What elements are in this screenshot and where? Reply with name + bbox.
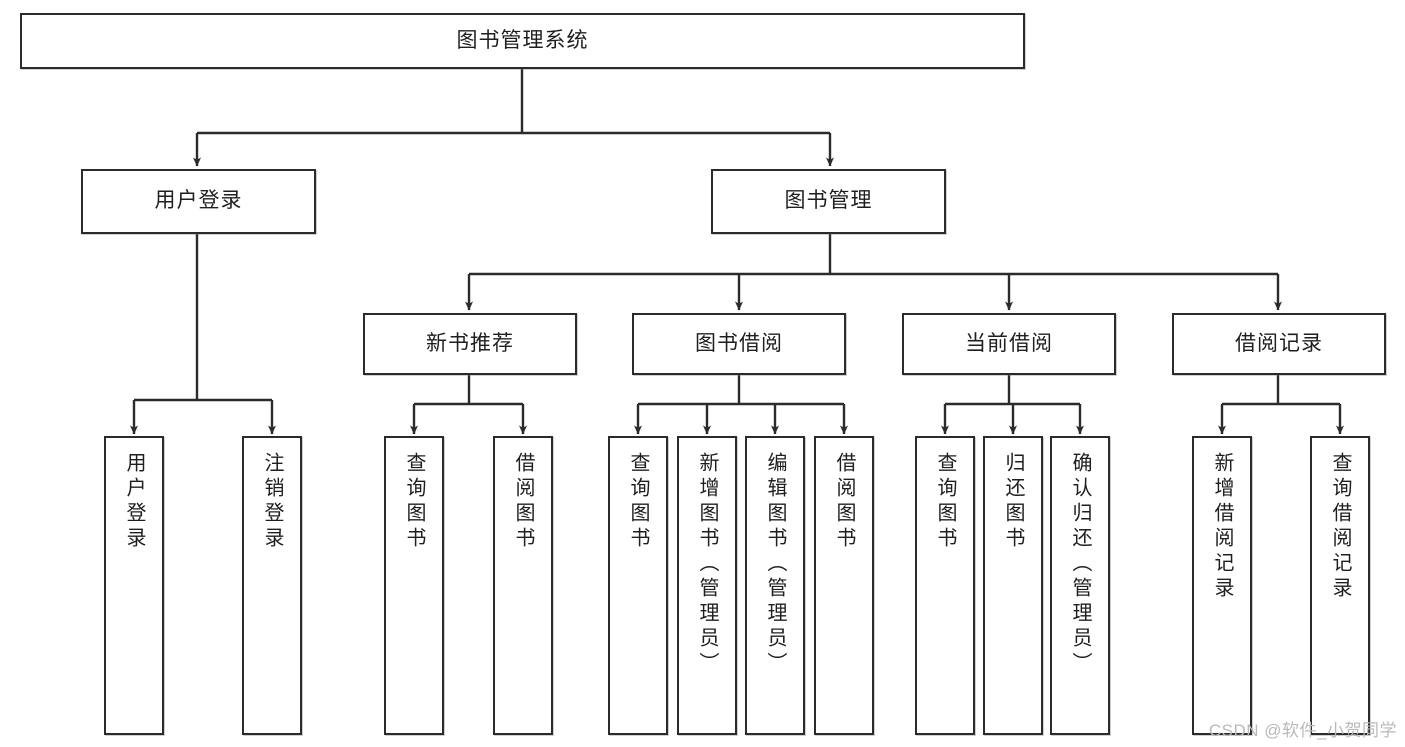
leaf-edit-book-admin-label: 编辑图书（管理员） [764,452,786,677]
leaf-add-borrow-record-label: 新增借阅记录 [1211,452,1233,602]
node-user-login-label: 用户登录 [154,189,243,213]
leaf-return-books[interactable]: 归还图书 [983,436,1043,735]
leaf-query-books-current[interactable]: 查询图书 [915,436,975,735]
leaf-query-books-newbook-label: 查询图书 [403,452,425,552]
leaf-query-borrow-record-label: 查询借阅记录 [1329,452,1351,602]
node-book-borrow[interactable]: 图书借阅 [632,313,846,375]
leaf-query-books-borrow[interactable]: 查询图书 [608,436,668,735]
leaf-query-books-newbook[interactable]: 查询图书 [384,436,444,735]
node-root-label: 图书管理系统 [456,28,589,52]
node-book-borrow-label: 图书借阅 [695,331,783,355]
node-new-book-recommend-label: 新书推荐 [426,331,514,355]
leaf-query-books-current-label: 查询图书 [934,452,956,552]
node-borrow-records-label: 借阅记录 [1235,331,1323,355]
node-book-management-label: 图书管理 [784,189,873,213]
node-root[interactable]: 图书管理系统 [20,13,1025,69]
leaf-user-login[interactable]: 用户登录 [104,436,164,735]
node-current-borrow-label: 当前借阅 [965,331,1053,355]
leaf-query-borrow-record[interactable]: 查询借阅记录 [1310,436,1370,735]
leaf-return-books-label: 归还图书 [1002,452,1024,552]
leaf-logout-label: 注销登录 [261,452,283,552]
leaf-edit-book-admin[interactable]: 编辑图书（管理员） [745,436,805,735]
node-borrow-records[interactable]: 借阅记录 [1172,313,1386,375]
leaf-confirm-return-admin-label: 确认归还（管理员） [1069,452,1091,677]
node-book-management[interactable]: 图书管理 [711,169,946,234]
leaf-add-book-admin[interactable]: 新增图书（管理员） [677,436,737,735]
leaf-borrow-books-borrow[interactable]: 借阅图书 [814,436,874,735]
csdn-watermark: CSDN @软件_小贺同学 [1208,721,1397,740]
leaf-logout[interactable]: 注销登录 [242,436,302,735]
leaf-user-login-label: 用户登录 [123,452,145,552]
leaf-borrow-books-newbook[interactable]: 借阅图书 [493,436,553,735]
leaf-add-book-admin-label: 新增图书（管理员） [696,452,718,677]
leaf-query-books-borrow-label: 查询图书 [627,452,649,552]
node-new-book-recommend[interactable]: 新书推荐 [363,313,577,375]
leaf-borrow-books-newbook-label: 借阅图书 [512,452,534,552]
leaf-add-borrow-record[interactable]: 新增借阅记录 [1192,436,1252,735]
node-current-borrow[interactable]: 当前借阅 [902,313,1116,375]
leaf-confirm-return-admin[interactable]: 确认归还（管理员） [1050,436,1110,735]
node-user-login[interactable]: 用户登录 [81,169,316,234]
leaf-borrow-books-borrow-label: 借阅图书 [833,452,855,552]
